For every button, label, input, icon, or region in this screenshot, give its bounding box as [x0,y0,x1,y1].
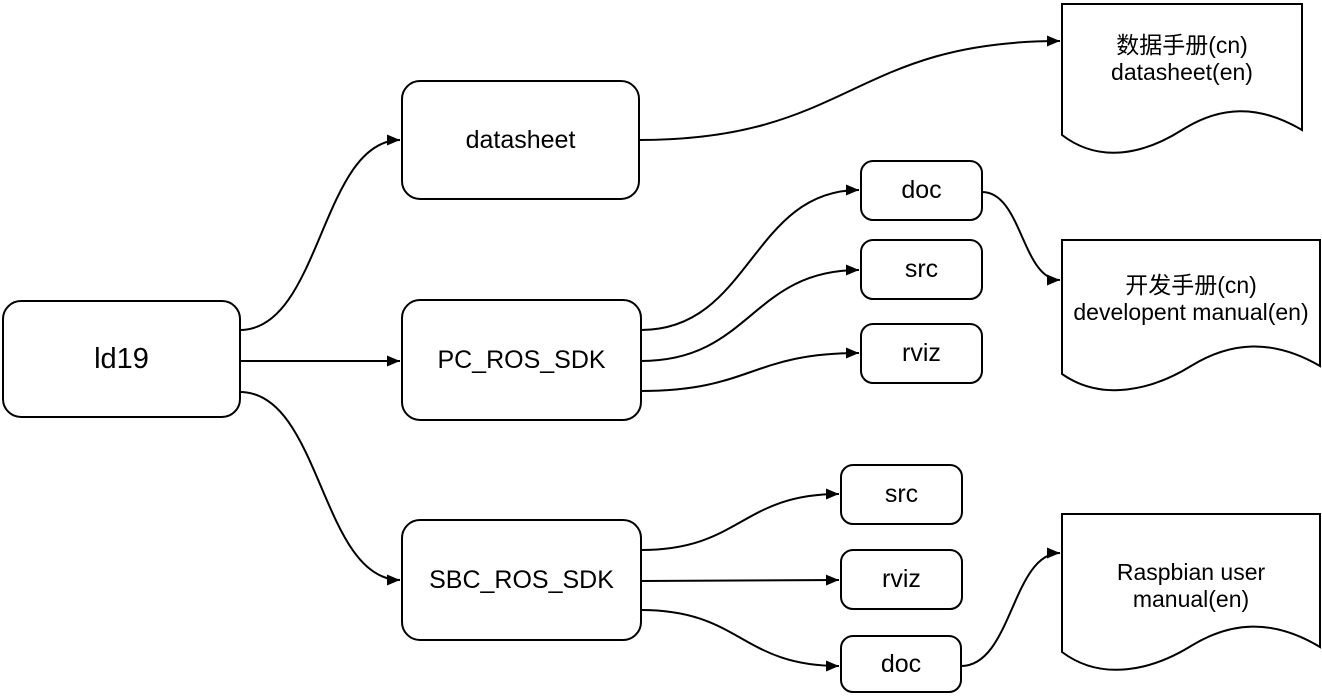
node-sbc-doc-shape [840,635,962,693]
edge-sbc-ros-sdk-src [640,488,840,551]
doc-dev-manual-shape [1061,239,1321,392]
node-sbc-src-shape [840,464,963,525]
node-ld19-shape [2,300,241,418]
node-pc-rviz-shape [860,323,983,384]
node-pc-src-shape [860,239,983,300]
edge-pc-ros-sdk-src [640,264,860,362]
edge-sbc-doc-raspbian [960,547,1061,667]
node-sbc-rviz-shape [840,549,963,610]
node-sbc-ros-sdk-shape [401,519,642,641]
node-datasheet-shape [401,80,640,200]
edge-pc-doc-dev-manual [981,191,1061,286]
edge-sbc-ros-sdk-rviz [640,574,840,586]
node-pc-doc-shape [860,160,983,221]
doc-raspbian-shape [1061,513,1321,671]
edge-datasheet-doc-datasheet [638,35,1061,141]
node-pc-ros-sdk-shape [401,299,642,421]
edge-ld19-sbc-ros-sdk [239,391,401,586]
edge-pc-ros-sdk-doc [640,184,860,331]
edge-pc-ros-sdk-rviz [640,347,860,392]
edge-ld19-datasheet [239,134,401,331]
doc-datasheet-shape [1061,3,1303,154]
edge-sbc-ros-sdk-doc [640,609,840,672]
